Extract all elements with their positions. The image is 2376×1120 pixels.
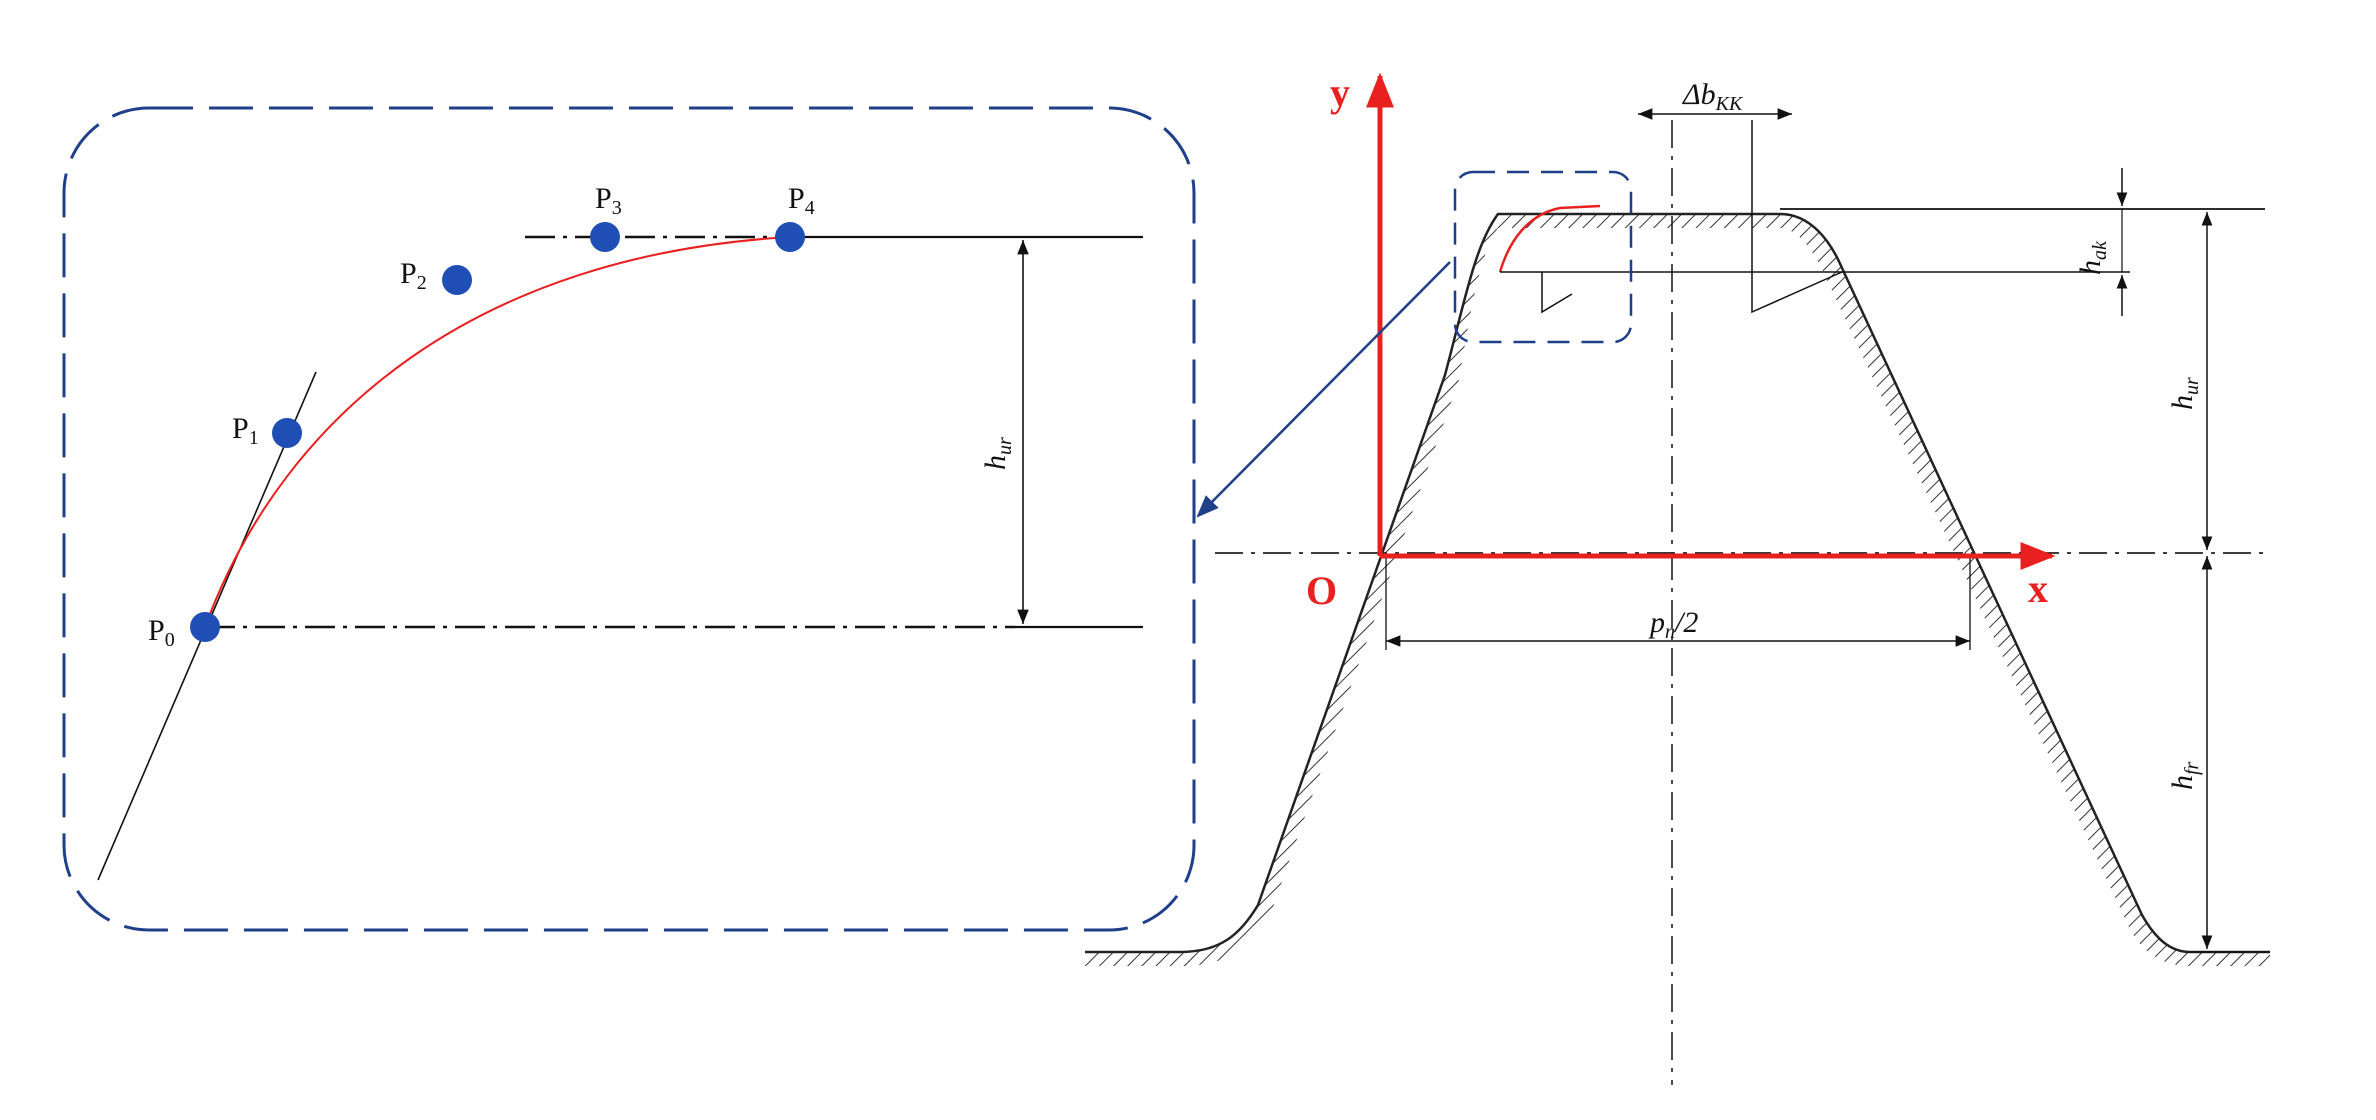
delta-b-label: ΔbKK xyxy=(1682,78,1744,115)
detail-selection-box xyxy=(1453,170,1633,344)
h-fr-label: hfr xyxy=(2166,761,2203,790)
tooth-profile xyxy=(1085,204,2270,966)
y-axis-label: y xyxy=(1330,70,1350,115)
control-point-p0 xyxy=(190,612,220,642)
pitch-label: pn/2 xyxy=(1648,606,1698,643)
h-ur-dimension: hur xyxy=(2166,212,2213,550)
point-label-p3: P3 xyxy=(595,182,622,219)
delta-b-dimension: ΔbKK xyxy=(1638,78,1792,120)
modification-curve xyxy=(204,236,791,628)
h-ur-inset-label: hur xyxy=(979,437,1016,470)
construction-left xyxy=(1541,272,1573,314)
point-label-p2: P2 xyxy=(400,257,427,294)
control-point-p1 xyxy=(272,418,302,448)
origin-label: O xyxy=(1306,568,1337,613)
construction-right xyxy=(1751,120,1843,314)
coordinate-axes: y x O xyxy=(1306,70,2056,613)
pitch-dimension: pn/2 xyxy=(1385,556,1971,650)
h-ur-inset-dimension: hur xyxy=(979,240,1029,624)
h-ak-label: hak xyxy=(2074,240,2111,275)
x-axis-label: x xyxy=(2028,566,2048,611)
control-point-p3 xyxy=(590,222,620,252)
control-points xyxy=(190,222,805,642)
tip-round-highlight xyxy=(1498,204,1601,273)
point-label-p1: P1 xyxy=(232,412,259,449)
tooth-hatch xyxy=(1085,214,2270,966)
h-ur-label: hur xyxy=(2166,377,2203,410)
arrow-icon xyxy=(1196,261,1451,518)
control-point-p4 xyxy=(775,222,805,252)
detail-inset-frame xyxy=(62,106,1196,932)
tooth-outline xyxy=(1085,212,2270,954)
h-ak-dimension: hak xyxy=(2074,168,2128,316)
point-label-p0: P0 xyxy=(148,614,175,651)
control-point-p2 xyxy=(442,265,472,295)
h-fr-dimension: hfr xyxy=(2166,556,2213,949)
point-label-p4: P4 xyxy=(788,182,815,219)
